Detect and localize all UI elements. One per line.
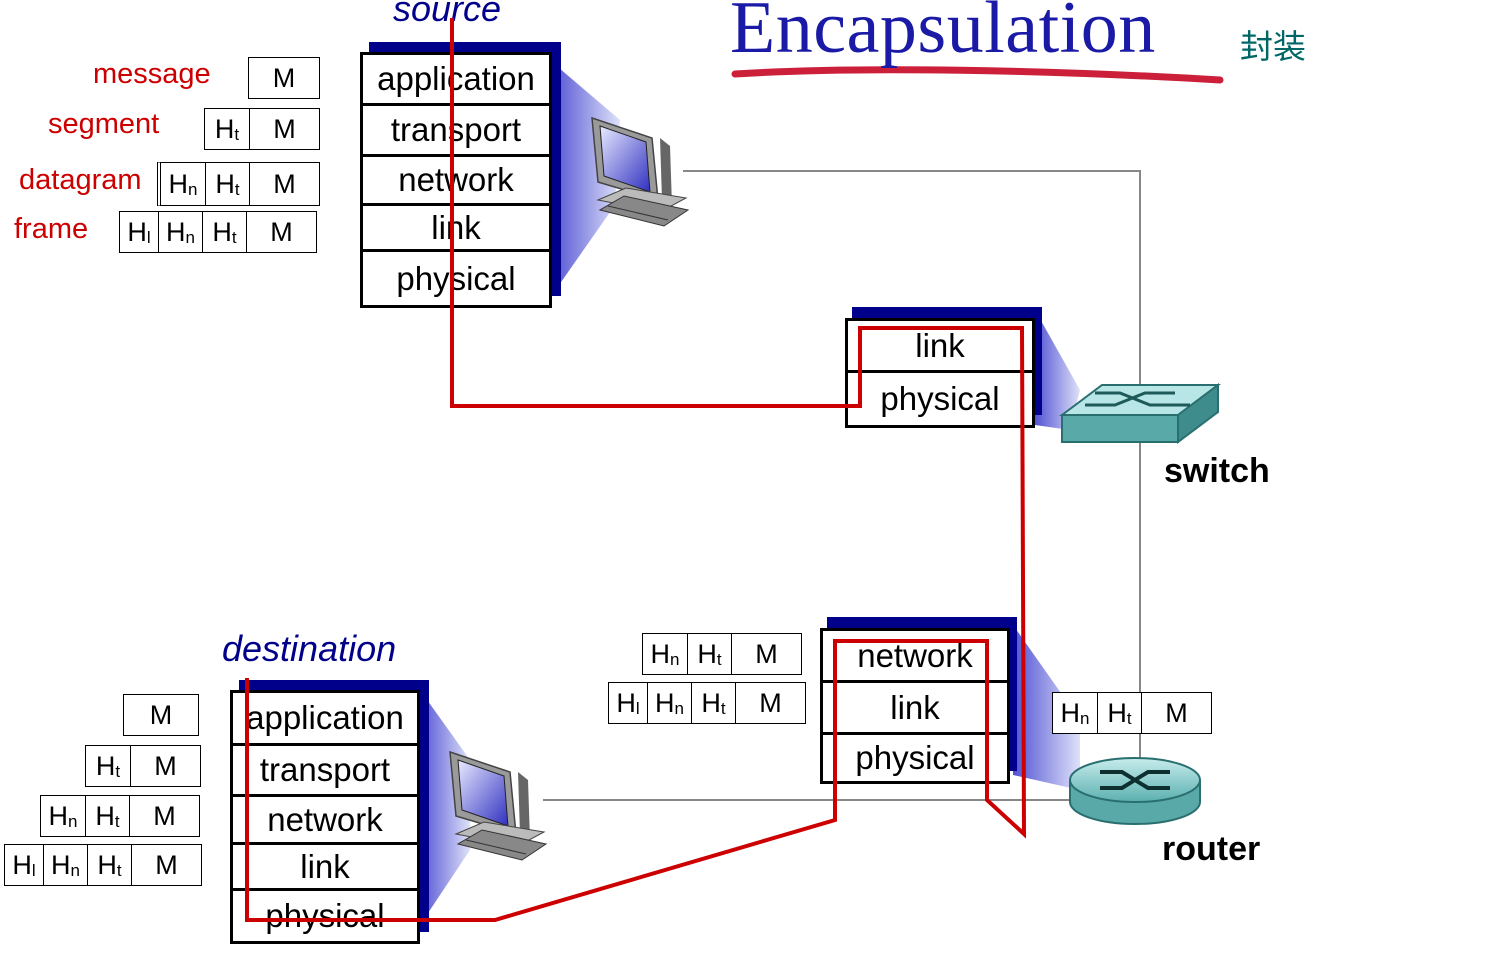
payload-m: M — [249, 163, 319, 205]
source-layer-application: application — [363, 55, 549, 106]
router-icon — [1069, 757, 1201, 825]
payload-m: M — [1141, 693, 1211, 733]
title-underline — [731, 66, 1224, 84]
destination-layer-application: application — [233, 693, 417, 746]
payload-m: M — [735, 683, 805, 723]
legend-message-packet: M — [248, 57, 320, 99]
destination-message-packet: M — [123, 694, 199, 736]
router-protocol-stack: network link physical — [820, 617, 1017, 784]
stack-box: application transport network link physi… — [230, 690, 420, 944]
router-layer-network: network — [823, 631, 1007, 683]
stack-box: application transport network link physi… — [360, 52, 552, 308]
router-label: router — [1162, 830, 1261, 868]
payload-m: M — [131, 845, 201, 885]
legend-message-label: message — [93, 58, 211, 90]
payload-m: M — [272, 62, 296, 93]
switch-label: switch — [1164, 452, 1270, 490]
legend-datagram-label: datagram — [19, 164, 142, 196]
switch-beam — [1035, 310, 1080, 430]
stack-box: network link physical — [820, 628, 1010, 784]
router-layer-link: link — [823, 683, 1007, 735]
source-protocol-stack: application transport network link physi… — [360, 42, 561, 308]
payload-m: M — [731, 634, 801, 674]
destination-computer-icon — [449, 750, 548, 861]
switch-icon — [1059, 383, 1221, 444]
payload-m: M — [149, 699, 173, 730]
router-layer-physical: physical — [855, 739, 975, 776]
legend-segment-label: segment — [48, 108, 160, 140]
payload-m: M — [129, 796, 199, 836]
legend-frame-label: frame — [14, 213, 89, 245]
destination-protocol-stack: application transport network link physi… — [230, 680, 429, 944]
payload-m: M — [249, 109, 319, 149]
payload-m: M — [246, 212, 316, 252]
destination-layer-physical: physical — [265, 897, 385, 934]
router-beam — [1013, 625, 1080, 790]
source-layer-transport: transport — [363, 106, 549, 157]
source-layer-physical: physical — [396, 259, 516, 297]
destination-layer-transport: transport — [233, 746, 417, 797]
source-layer-network: network — [363, 157, 549, 206]
destination-label: destination — [222, 628, 397, 669]
source-label: source — [393, 0, 502, 29]
page-title-chinese: 封装 — [1240, 27, 1306, 66]
destination-layer-link: link — [233, 845, 417, 891]
switch-layer-link: link — [848, 321, 1032, 373]
source-computer-icon — [591, 116, 690, 227]
switch-layer-physical: physical — [880, 380, 1000, 417]
payload-m: M — [130, 746, 200, 786]
page-title: Encapsulation — [730, 0, 1156, 69]
destination-layer-network: network — [233, 797, 417, 845]
stack-box: link physical — [845, 318, 1035, 428]
switch-protocol-stack: link physical — [845, 307, 1042, 428]
source-layer-link: link — [363, 206, 549, 252]
